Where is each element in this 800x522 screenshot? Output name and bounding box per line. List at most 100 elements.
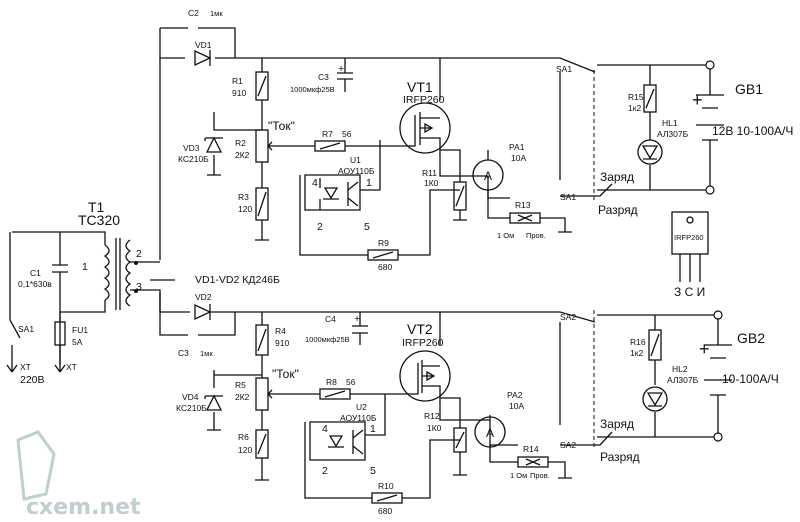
gb1-value: 12В 10-100А/Ч — [712, 124, 793, 138]
u2-value: АОУ110Б — [340, 413, 377, 423]
r15-ref: R15 — [628, 92, 644, 102]
t1-primary — [103, 244, 110, 301]
r12-value: 1К0 — [427, 423, 442, 433]
resistor-r6 — [255, 429, 269, 459]
u2-pin4: 4 — [322, 423, 328, 435]
pa2-value: 10A — [509, 401, 524, 411]
mains-voltage: 220В — [20, 374, 45, 386]
ch1-mode-discharge: Разряд — [598, 203, 638, 217]
gb2-ref: GB2 — [737, 330, 765, 346]
gb2-terminal-top — [713, 310, 723, 320]
r7-value: 56 — [342, 129, 352, 139]
mosfet-vt1 — [399, 102, 451, 154]
pa2-ref: PA2 — [507, 390, 523, 400]
c3-ch2-ref: C3 — [178, 348, 189, 358]
led-hl2 — [642, 386, 668, 412]
vd4-value: КС210Б — [176, 403, 207, 413]
r2-value: 2К2 — [235, 150, 250, 160]
r12-ref: R12 — [424, 411, 440, 421]
vt2-value: IRFP260 — [402, 337, 444, 349]
u1-pin4: 4 — [312, 177, 318, 189]
gb2-plus: + — [699, 339, 710, 359]
r14-value: 1 Ом — [510, 471, 527, 480]
xt-right: XT — [66, 362, 77, 372]
resistor-r15 — [643, 84, 657, 113]
resistor-r5 — [255, 377, 275, 411]
r8-ref: R8 — [326, 377, 337, 387]
u2-pin2: 2 — [322, 465, 328, 477]
resistor-r2 — [255, 129, 275, 163]
gb2-value: 10-100А/Ч — [722, 372, 779, 386]
ch2-mode-discharge: Разряд — [600, 450, 640, 464]
ground-symbols — [207, 174, 572, 481]
resistor-r9 — [367, 249, 399, 261]
r9-ref: R9 — [378, 238, 389, 248]
resistor-r13 — [509, 212, 541, 224]
ch1-mode-charge: Заряд — [600, 170, 634, 184]
c1-capacitor — [52, 264, 68, 273]
sa1-top-ref: SA1 — [556, 64, 572, 74]
c4-value: 1000мкф25В — [305, 335, 350, 344]
r14-type: Пров. — [530, 471, 550, 480]
diodes-note: VD1-VD2 КД246Б — [195, 274, 280, 286]
c3-ch2-value: 1мк — [200, 349, 213, 358]
u2-pin5: 5 — [370, 465, 376, 477]
r7-ref: R7 — [322, 129, 333, 139]
zener-vd3 — [204, 136, 223, 153]
t1-ref: T1 — [88, 199, 105, 215]
t1-dot-top — [134, 261, 138, 265]
r5-value: 2К2 — [235, 392, 250, 402]
vd1-ref: VD1 — [195, 40, 212, 50]
led-hl1 — [637, 139, 663, 165]
c4-plus: + — [354, 313, 360, 325]
ammeter-pa1 — [472, 159, 504, 191]
r3-value: 120 — [238, 204, 252, 214]
resistor-r1 — [255, 71, 269, 101]
gb2-terminal-bot — [713, 432, 723, 442]
hl1-value: АЛ307Б — [657, 129, 689, 139]
t1-secondary — [125, 239, 132, 307]
t1-dot-bot — [134, 289, 138, 293]
cap-c3-ch1 — [337, 72, 353, 80]
pa1-ref: PA1 — [509, 142, 525, 152]
zener-vd4 — [204, 394, 223, 411]
r11-ref: R11 — [422, 168, 437, 178]
r13-ref: R13 — [515, 200, 531, 210]
gb1-terminal-bot — [705, 185, 715, 195]
battery-gb1 — [696, 94, 724, 141]
gb1-ref: GB1 — [735, 81, 763, 97]
vd3-value: КС210Б — [178, 154, 209, 164]
c3-value: 1000мкф25В — [290, 85, 335, 94]
r11-value: 1К0 — [424, 178, 439, 188]
resistor-r7 — [314, 140, 346, 152]
u2-pin1: 1 — [370, 423, 376, 435]
fu1-fuse — [54, 321, 66, 346]
t1-pin1: 1 — [82, 261, 88, 273]
t1-pin2: 2 — [136, 248, 142, 260]
optocoupler-u2 — [328, 429, 364, 455]
hl2-value: АЛ307Б — [667, 375, 699, 385]
c2-ref: C2 — [188, 8, 199, 18]
vd2-ref: VD2 — [195, 292, 212, 302]
vt1-ref: VT1 — [407, 79, 433, 95]
r16-ref: R16 — [630, 337, 646, 347]
fu1-value: 5A — [72, 337, 83, 347]
sa1-mains-ref: SA1 — [18, 324, 34, 334]
c3-ref: C3 — [318, 72, 329, 82]
r4-ref: R4 — [275, 326, 286, 336]
c1-value: 0,1*630в — [18, 279, 52, 289]
c4-ref: C4 — [325, 314, 336, 324]
u1-pin2: 2 — [317, 221, 323, 233]
mosfet-vt2 — [399, 350, 451, 402]
mains-wiring — [6, 231, 175, 373]
fu1-ref: FU1 — [72, 325, 88, 335]
r16-value: 1к2 — [630, 348, 643, 358]
r6-ref: R6 — [238, 432, 249, 442]
package-pins: З С И — [674, 285, 705, 299]
t1-model: TC320 — [78, 212, 120, 228]
r1-ref: R1 — [232, 76, 243, 86]
xt-left: XT — [20, 362, 31, 372]
r3-ref: R3 — [238, 192, 249, 202]
resistor-r3 — [255, 187, 269, 221]
r9-value: 680 — [378, 262, 392, 272]
